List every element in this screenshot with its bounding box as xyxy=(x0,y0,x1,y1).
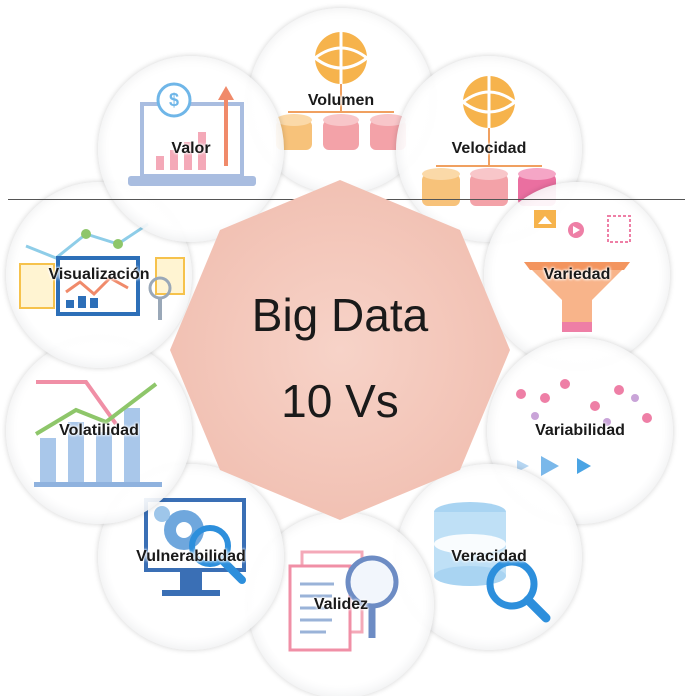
node-label-vulnerabilidad: Vulnerabilidad xyxy=(136,548,246,565)
hub-subtitle: 10 Vs xyxy=(281,375,399,427)
document-magnifier-icon xyxy=(288,550,399,652)
dashboard-icon xyxy=(19,222,185,320)
node-valor: $ Valor xyxy=(98,56,284,242)
node-label-visualizacion: Visualización xyxy=(48,266,150,283)
node-label-veracidad: Veracidad xyxy=(451,548,527,565)
node-variedad: Variedad xyxy=(484,182,670,368)
node-label-volatilidad: Volatilidad xyxy=(59,422,139,439)
node-volatilidad: Volatilidad xyxy=(6,338,192,524)
svg-text:$: $ xyxy=(169,90,179,110)
node-label-valor: Valor xyxy=(171,140,211,157)
scatter-arrows-icon xyxy=(516,379,652,476)
laptop-dollar-icon: $ xyxy=(128,82,256,186)
node-label-volumen: Volumen xyxy=(307,92,375,109)
database-globe-icon xyxy=(422,76,556,206)
node-vulnerabilidad: Vulnerabilidad xyxy=(98,464,284,650)
funnel-icon xyxy=(524,210,631,332)
hub-octagon xyxy=(170,180,510,520)
node-veracidad: Veracidad xyxy=(396,464,582,650)
node-label-variedad: Variedad xyxy=(543,266,611,283)
monitor-gear-icon xyxy=(144,498,246,596)
bar-chart-icon xyxy=(34,380,162,487)
database-search-icon xyxy=(434,502,551,623)
hub-title: Big Data xyxy=(251,289,429,341)
node-label-variabilidad: Variabilidad xyxy=(535,422,625,439)
node-label-velocidad: Velocidad xyxy=(451,140,527,157)
node-label-validez: Validez xyxy=(313,596,369,613)
